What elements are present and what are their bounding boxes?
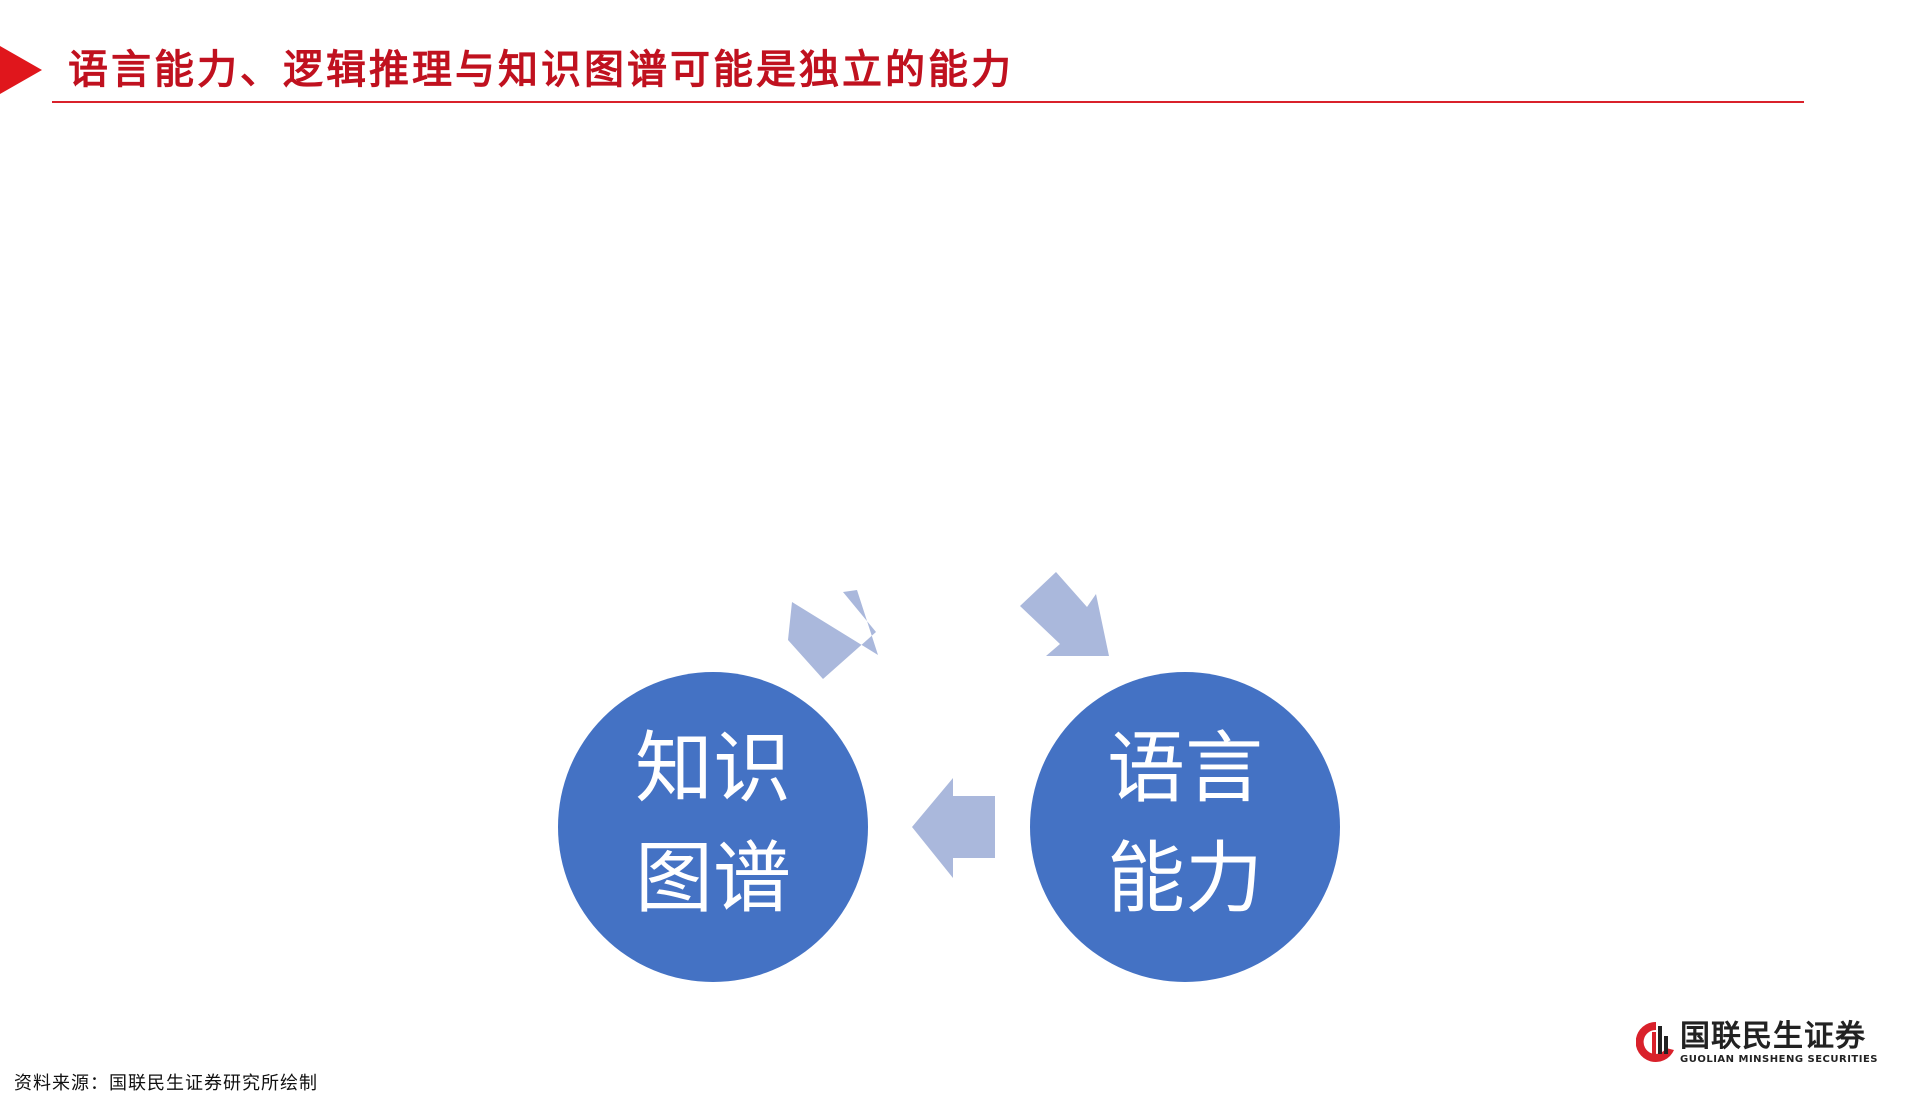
node-circle: [1030, 672, 1340, 982]
logo-name: 国联民生证券: [1680, 1019, 1866, 1054]
brand-logo: 国联民生证券 GUOLIAN MINSHENG SECURITIES: [1636, 1019, 1886, 1065]
logo-subtitle: GUOLIAN MINSHENG SECURITIES: [1680, 1054, 1879, 1065]
arrow-left-icon: [912, 778, 995, 878]
node-label-line2: 能力: [1107, 834, 1263, 924]
arrow-down-right-icon: [1020, 572, 1109, 656]
node-label-line2: 图谱: [635, 834, 791, 924]
node-label-line1: 语言: [1107, 724, 1263, 814]
slide-title: 语言能力、逻辑推理与知识图谱可能是独立的能力: [68, 46, 1014, 93]
title-divider: [52, 101, 1804, 103]
node-label-line1: 知识: [635, 724, 791, 814]
node-knowledge-graph: 知识 图谱: [558, 672, 868, 982]
arrow-up-right-icon: [788, 590, 878, 679]
source-note: 资料来源：国联民生证券研究所绘制: [14, 1073, 318, 1094]
node-language-ability: 语言 能力: [1030, 672, 1340, 982]
title-marker-icon: [0, 46, 42, 94]
logo-mark-icon: [1636, 1021, 1674, 1062]
node-circle: [558, 672, 868, 982]
